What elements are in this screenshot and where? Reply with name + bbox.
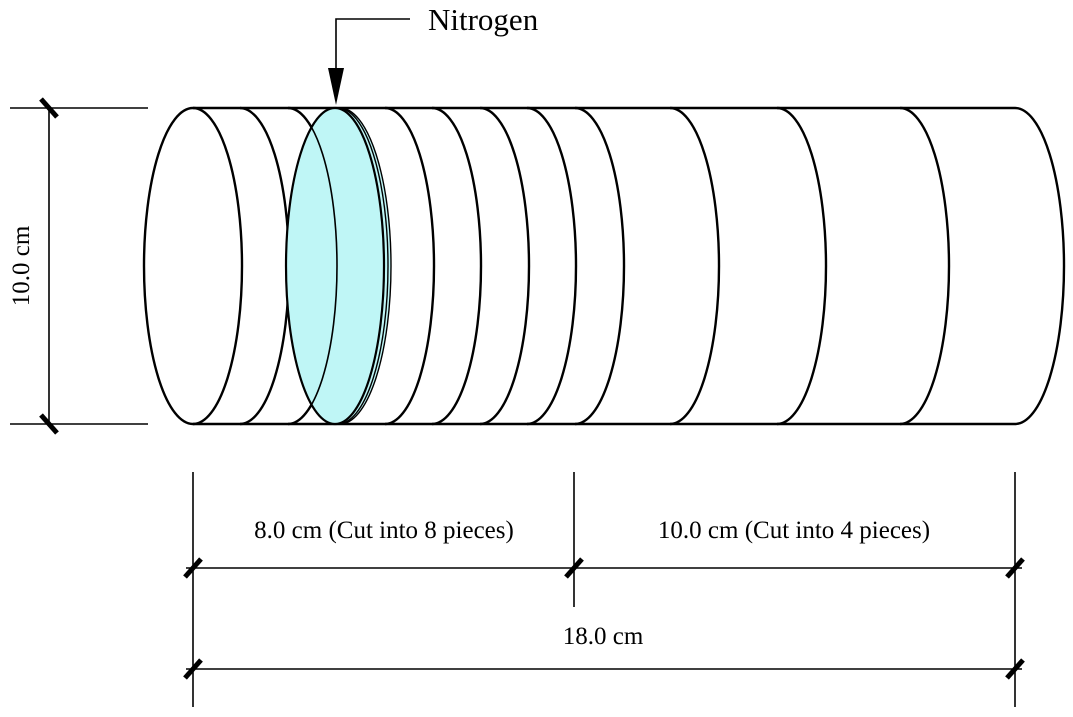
cut-line [479,106,531,426]
cut-line [384,106,436,426]
cylinder-body [142,106,1066,426]
segment-a-label: 8.0 cm (Cut into 8 pieces) [254,517,514,544]
nitrogen-disc [284,106,392,426]
cut-line [776,106,828,426]
cut-line [574,106,626,426]
total-length-label: 18.0 cm [563,623,644,650]
cylinder-right-end [1014,106,1066,426]
cut-line [669,106,721,426]
cut-line [431,106,483,426]
cut-line [899,106,951,426]
cut-line [526,106,578,426]
callout-arrowhead [328,68,344,105]
segment-b-label: 10.0 cm (Cut into 4 pieces) [658,517,930,544]
nitrogen-disc-face [284,106,386,426]
cylinder-left-face [142,106,244,426]
nitrogen-label: Nitrogen [428,2,539,37]
cut-lines [239,106,951,426]
diameter-dimension: 10.0 cm [8,97,148,435]
length-dimensions: 8.0 cm (Cut into 8 pieces) 10.0 cm (Cut … [183,472,1025,707]
diameter-label: 10.0 cm [8,225,35,306]
cut-line [239,106,291,426]
nitrogen-callout: Nitrogen [328,2,539,105]
cut-line-behind-disc [287,107,338,425]
callout-leader [335,18,410,75]
